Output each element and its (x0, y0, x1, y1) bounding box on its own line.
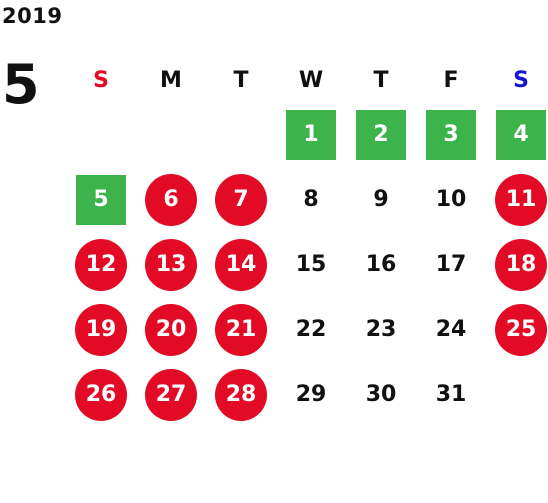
day-cell: 20 (136, 297, 206, 362)
holiday-day-number: 7 (215, 173, 267, 226)
day-cell: 19 (66, 297, 136, 362)
day-cell: 23 (346, 297, 416, 362)
day-cell: 4 (486, 102, 548, 167)
day-number: 8 (303, 187, 319, 212)
weekday-header-friday: F (443, 67, 459, 93)
special-day-number: 3 (426, 109, 476, 160)
holiday-day-number: 12 (75, 238, 127, 291)
day-number: 30 (365, 382, 397, 407)
day-cell: 21 (206, 297, 276, 362)
holiday-day-number: 13 (145, 238, 197, 291)
empty-cell (136, 102, 206, 167)
day-cell: 24 (416, 297, 486, 362)
day-cell: 7 (206, 167, 276, 232)
weekday-header-tuesday: T (233, 67, 249, 93)
day-cell: 12 (66, 232, 136, 297)
day-cell: 1 (276, 102, 346, 167)
calendar-month: 5 (2, 53, 40, 116)
holiday-day-number: 20 (145, 303, 197, 356)
holiday-day-number: 27 (145, 368, 197, 421)
day-cell: 11 (486, 167, 548, 232)
day-number: 29 (295, 382, 327, 407)
calendar-year: 2019 (2, 4, 63, 28)
day-cell: 30 (346, 362, 416, 427)
day-number: 17 (435, 252, 467, 277)
weekday-header-wednesday: W (298, 67, 324, 93)
day-number: 31 (435, 382, 467, 407)
day-number: 9 (373, 187, 389, 212)
weekday-header-sunday: S (93, 67, 109, 93)
day-cell: 9 (346, 167, 416, 232)
day-cell: 26 (66, 362, 136, 427)
holiday-day-number: 21 (215, 303, 267, 356)
day-cell: 25 (486, 297, 548, 362)
special-day-number: 4 (496, 109, 546, 160)
day-number: 24 (435, 317, 467, 342)
day-cell: 22 (276, 297, 346, 362)
day-cell: 8 (276, 167, 346, 232)
day-cell: 31 (416, 362, 486, 427)
day-cell: 15 (276, 232, 346, 297)
day-cell: 14 (206, 232, 276, 297)
empty-cell (486, 362, 548, 427)
day-number: 23 (365, 317, 397, 342)
holiday-day-number: 18 (495, 238, 547, 291)
holiday-day-number: 14 (215, 238, 267, 291)
special-day-number: 5 (76, 174, 126, 225)
day-cell: 29 (276, 362, 346, 427)
day-cell: 16 (346, 232, 416, 297)
day-cell: 13 (136, 232, 206, 297)
weekday-header-monday: M (160, 67, 182, 93)
day-number: 10 (435, 187, 467, 212)
day-number: 16 (365, 252, 397, 277)
weekday-header-saturday: S (513, 67, 529, 93)
holiday-day-number: 19 (75, 303, 127, 356)
day-cell: 6 (136, 167, 206, 232)
holiday-day-number: 26 (75, 368, 127, 421)
holiday-day-number: 25 (495, 303, 547, 356)
empty-cell (66, 102, 136, 167)
day-cell: 28 (206, 362, 276, 427)
day-cell: 18 (486, 232, 548, 297)
empty-cell (206, 102, 276, 167)
day-cell: 27 (136, 362, 206, 427)
day-cell: 2 (346, 102, 416, 167)
day-number: 15 (295, 252, 327, 277)
day-cell: 17 (416, 232, 486, 297)
day-cell: 5 (66, 167, 136, 232)
holiday-day-number: 6 (145, 173, 197, 226)
special-day-number: 2 (356, 109, 406, 160)
holiday-day-number: 11 (495, 173, 547, 226)
special-day-number: 1 (286, 109, 336, 160)
day-cell: 3 (416, 102, 486, 167)
day-cell: 10 (416, 167, 486, 232)
day-number: 22 (295, 317, 327, 342)
holiday-day-number: 28 (215, 368, 267, 421)
weekday-header-thursday: T (373, 67, 389, 93)
